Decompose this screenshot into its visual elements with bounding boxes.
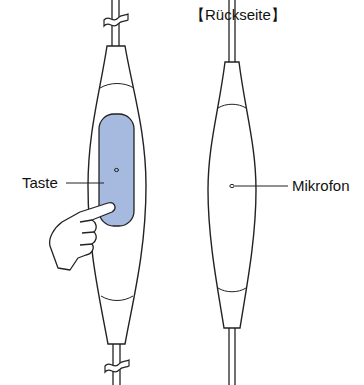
leader-line <box>66 183 288 186</box>
remote-front <box>88 46 146 344</box>
part-label: Taste <box>22 174 58 192</box>
hand <box>50 203 115 270</box>
part-label: Mikrofon <box>292 177 350 195</box>
remote-back <box>208 62 256 328</box>
view-heading: 【Rückseite】 <box>190 6 286 24</box>
microphone-hole <box>230 184 234 187</box>
